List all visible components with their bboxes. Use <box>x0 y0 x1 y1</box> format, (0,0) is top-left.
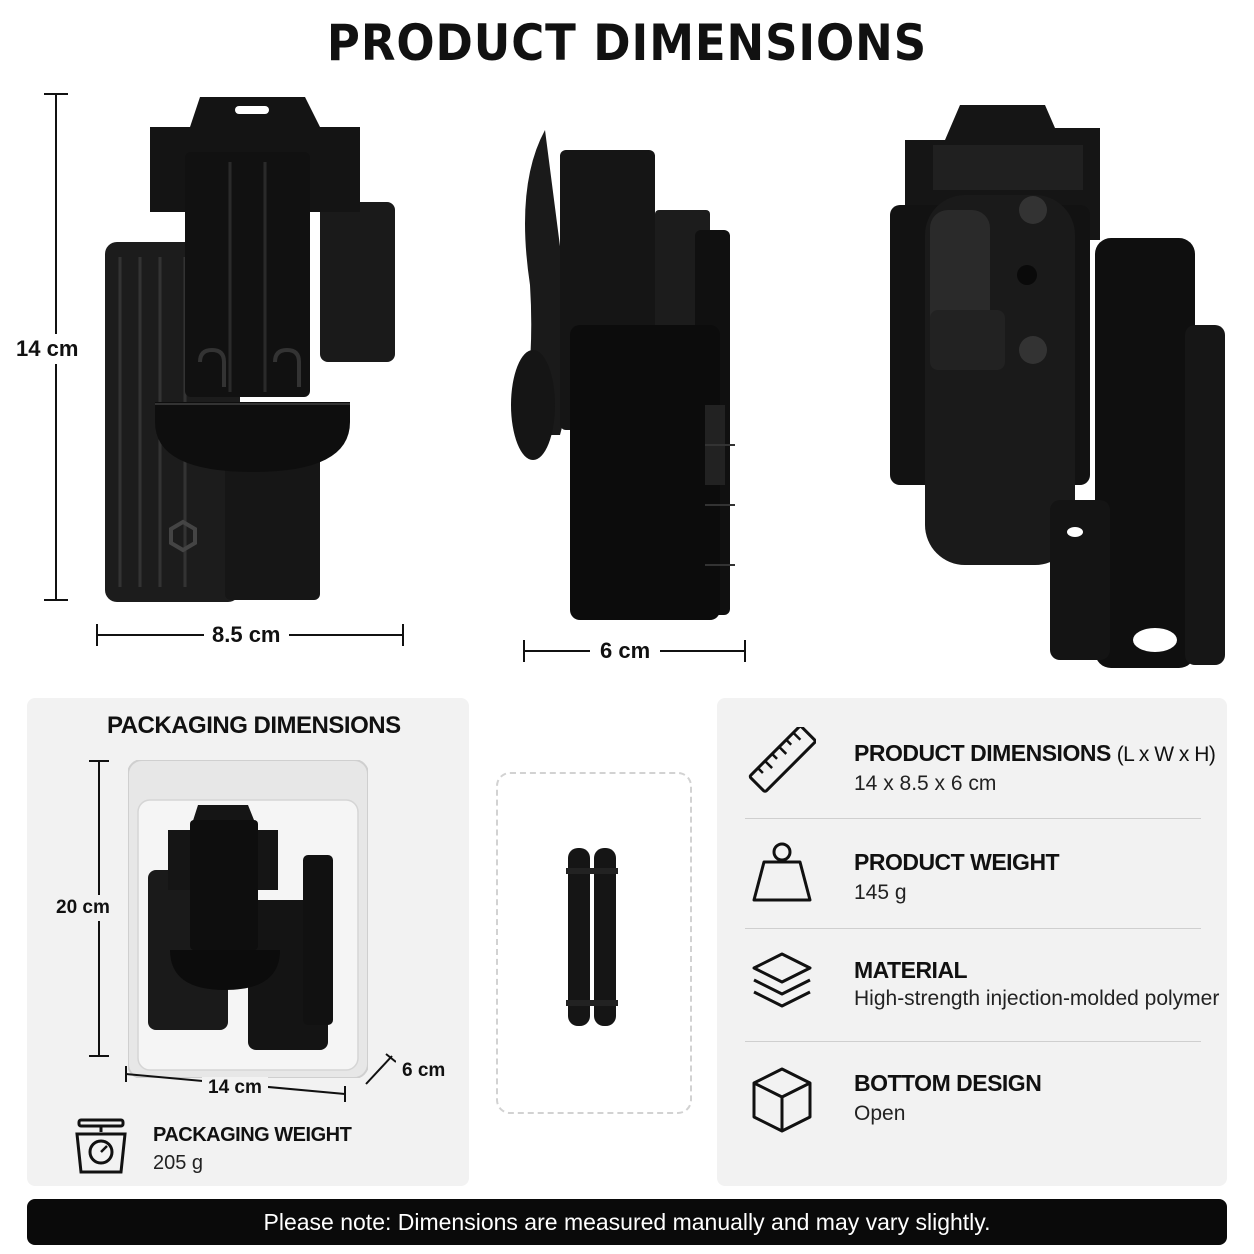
packaging-width-label: 14 cm <box>202 1077 268 1099</box>
spec-dimensions-value: 14 x 8.5 x 6 cm <box>854 772 997 795</box>
spec-bottom-title: BOTTOM DESIGN <box>854 1070 1042 1096</box>
packaging-weight-title: PACKAGING WEIGHT <box>153 1124 352 1146</box>
spec-divider <box>745 1041 1201 1042</box>
weight-icon <box>752 842 812 902</box>
spec-dimensions-suffix: (L x W x H) <box>1116 743 1216 766</box>
packaging-weight-value: 205 g <box>153 1152 204 1174</box>
product-side-view <box>511 130 735 620</box>
specs-panel <box>717 698 1227 1186</box>
packaging-depth-line <box>365 1053 396 1085</box>
spec-material-value: High-strength injection-molded polymer <box>854 987 1220 1010</box>
scale-icon <box>75 1118 127 1174</box>
product-height-label: 14 cm <box>16 334 79 364</box>
disclaimer-note: Please note: Dimensions are measured man… <box>27 1199 1227 1245</box>
packaging-title: PACKAGING DIMENSIONS <box>107 712 401 739</box>
spec-weight-title: PRODUCT WEIGHT <box>854 849 1060 875</box>
product-width-label: 8.5 cm <box>204 622 289 648</box>
product-depth-label: 6 cm <box>590 638 661 664</box>
spec-weight-value: 145 g <box>854 881 907 904</box>
spec-material-title: MATERIAL <box>854 957 968 983</box>
spec-dimensions-title: PRODUCT DIMENSIONS (L x W x H) <box>854 740 1216 767</box>
spec-bottom-value: Open <box>854 1102 906 1125</box>
spec-divider <box>745 818 1201 819</box>
box-icon <box>752 1067 812 1133</box>
product-front-view <box>890 105 1225 668</box>
spec-divider <box>745 928 1201 929</box>
accessory-strap-image <box>566 848 618 1026</box>
packaging-depth-label: 6 cm <box>402 1060 446 1081</box>
layers-icon <box>752 952 812 1008</box>
ruler-icon <box>748 727 816 793</box>
page-title: PRODUCT DIMENSIONS <box>326 14 928 72</box>
packaging-blister-image <box>128 760 368 1078</box>
packaging-height-label: 20 cm <box>56 895 110 921</box>
spec-dimensions-label: PRODUCT DIMENSIONS <box>854 740 1111 766</box>
product-back-view <box>105 97 395 602</box>
